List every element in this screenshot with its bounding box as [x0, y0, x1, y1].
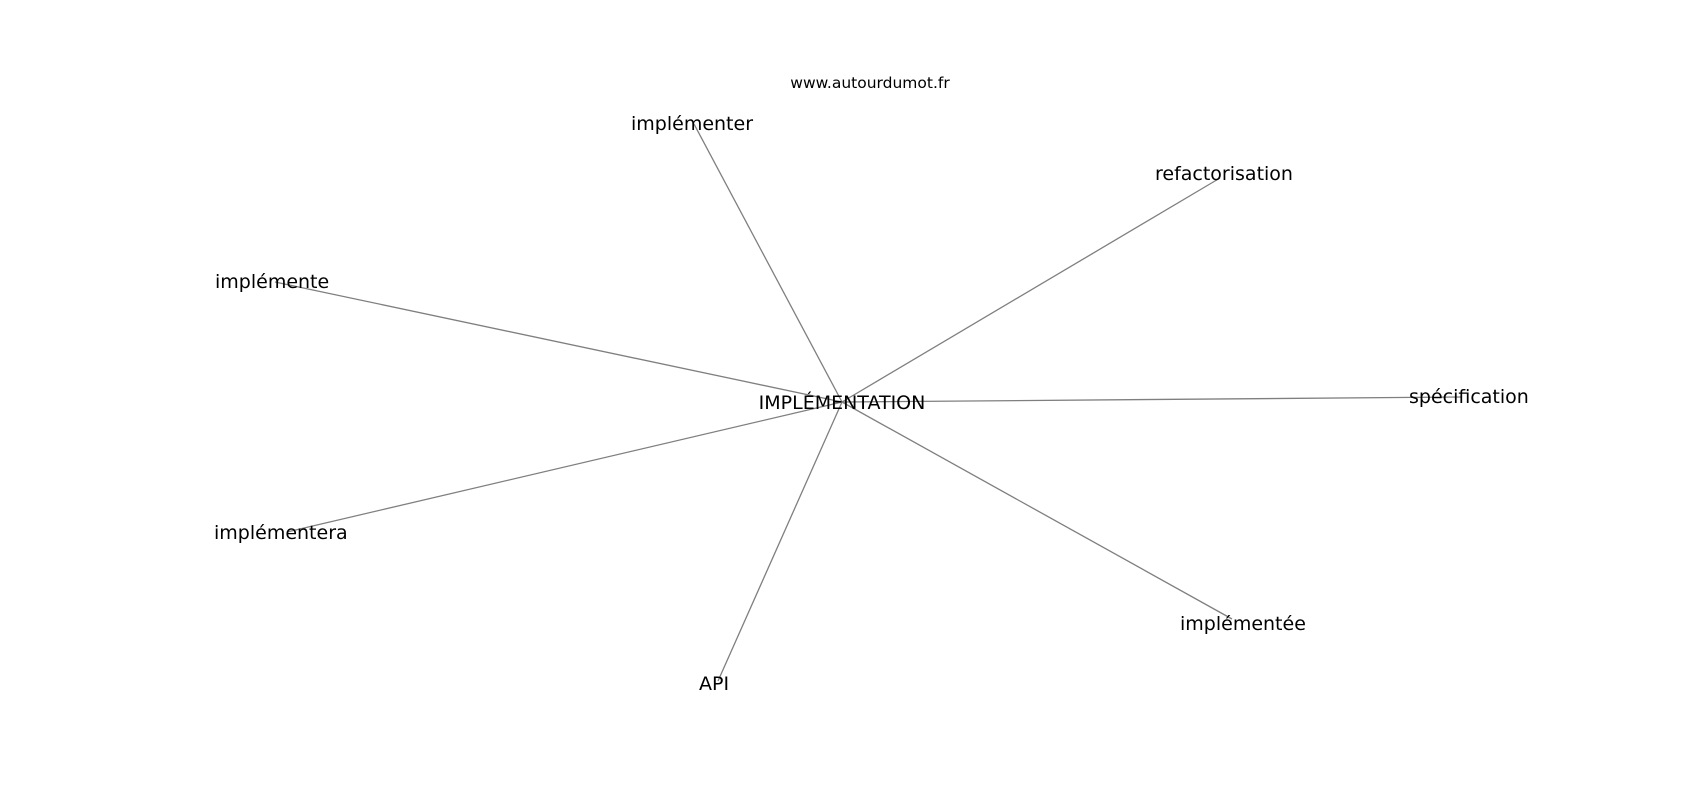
node-label-api: API: [699, 673, 729, 695]
center-node-label: IMPLÉMENTATION: [759, 391, 926, 414]
graph-labels: www.autourdumot.fr IMPLÉMENTATION implém…: [214, 74, 1529, 695]
graph-edges: [274, 123, 1463, 682]
edge-implementer: [693, 123, 843, 403]
node-label-implementer: implémenter: [631, 113, 753, 135]
node-label-implementera: implémentera: [214, 522, 348, 544]
edge-implemente: [274, 281, 843, 403]
node-label-implementee: implémentée: [1180, 613, 1306, 635]
edge-refactorisation: [841, 177, 1221, 403]
edge-implementee: [841, 401, 1233, 620]
node-label-specification: spécification: [1409, 386, 1529, 408]
edge-implementera: [286, 401, 843, 533]
node-label-implemente: implémente: [215, 271, 329, 293]
edge-specification: [841, 396, 1463, 403]
node-label-refactorisation: refactorisation: [1155, 163, 1293, 185]
edge-api: [717, 401, 843, 682]
source-watermark: www.autourdumot.fr: [790, 74, 950, 92]
